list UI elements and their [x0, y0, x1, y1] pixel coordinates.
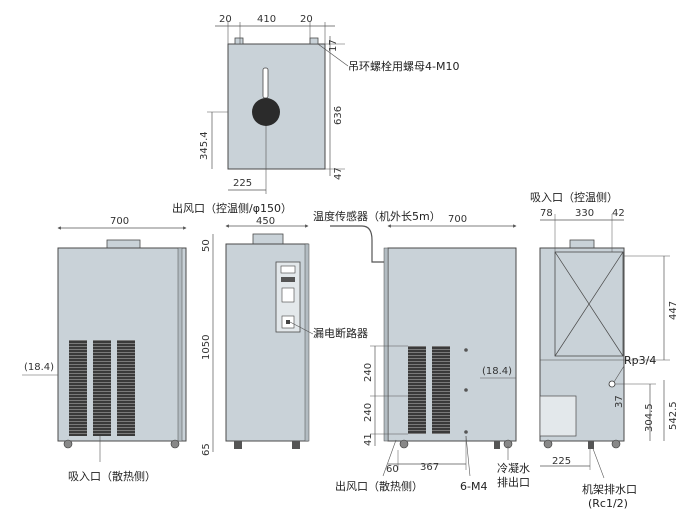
- rear-vent-1: [408, 346, 426, 434]
- front-dim-side: (18.4): [24, 362, 54, 373]
- top-dim-width: 410: [257, 14, 276, 25]
- rear-dim-side: (18.4): [482, 366, 512, 377]
- top-view: 20 410 20 17 636 47 345.4 225 吊环螺栓用螺母4-M…: [199, 14, 459, 194]
- label-rp: Rp3/4: [624, 354, 656, 367]
- side-dim-width: 450: [256, 216, 275, 227]
- top-dim-right: 20: [300, 14, 313, 25]
- label-intake-temp: 吸入口（控温侧）: [530, 190, 618, 204]
- rear-dim-240b: 240: [363, 403, 374, 422]
- label-outlet-temp: 出风口（控温侧/φ150）: [172, 201, 292, 215]
- rear-view: 700 温度传感器（机外长5m） (18.4) 240 240 41 60 36…: [313, 209, 530, 493]
- front-vent-3: [117, 340, 135, 436]
- front-vent-2: [93, 340, 111, 436]
- label-drain-1: 机架排水口: [582, 482, 637, 496]
- side-dim-top: 50: [201, 239, 212, 252]
- rear-dim-41: 41: [363, 433, 374, 446]
- label-condensate-2: 排出口: [497, 475, 530, 489]
- right-dim-5425: 542.5: [668, 401, 679, 430]
- rear-view-body: [387, 247, 517, 442]
- right-dim-225: 225: [552, 456, 571, 467]
- top-outlet-circle: [252, 98, 280, 126]
- top-dim-636: 636: [333, 106, 344, 125]
- rear-dim-367: 367: [420, 462, 439, 473]
- label-lifting-nut: 吊环螺栓用螺母4-M10: [348, 59, 459, 73]
- top-dim-3454: 345.4: [199, 131, 210, 160]
- right-dim-447: 447: [668, 301, 679, 320]
- right-dim-330: 330: [575, 208, 594, 219]
- label-breaker: 漏电断路器: [313, 326, 368, 340]
- right-dim-3045: 304.5: [644, 403, 655, 432]
- rear-dim-240a: 240: [363, 363, 374, 382]
- right-dim-78: 78: [540, 208, 553, 219]
- side-left-view: 450 50 1050 65 出风口（控温侧/φ150） 漏电断路器: [172, 201, 368, 456]
- side-right-view: 吸入口（控温侧） 78 330 42 447 542.5 304.5 37 Rp…: [530, 190, 679, 510]
- front-dim-width: 700: [110, 216, 129, 227]
- label-intake-heat: 吸入口（散热侧）: [68, 469, 156, 483]
- label-sensor: 温度传感器（机外长5m）: [313, 209, 441, 223]
- rear-dim-width: 700: [448, 214, 467, 225]
- front-view: 700 (18.4) 吸入口（散热侧）: [22, 216, 187, 483]
- side-dim-bottom: 65: [201, 443, 212, 456]
- front-vent-1: [69, 340, 87, 436]
- top-dim-47: 47: [333, 167, 344, 180]
- label-outlet-heat: 出风口（散热侧）: [335, 479, 423, 493]
- top-dim-225: 225: [233, 178, 252, 189]
- side-dim-body: 1050: [201, 335, 212, 360]
- rear-vent-2: [432, 346, 450, 434]
- label-m4: 6-M4: [460, 480, 487, 493]
- top-dim-17: 17: [328, 39, 339, 52]
- rear-dim-60: 60: [386, 464, 399, 475]
- label-condensate-1: 冷凝水: [497, 461, 530, 475]
- top-dim-left: 20: [219, 14, 232, 25]
- right-dim-37: 37: [614, 395, 625, 408]
- label-drain-2: (Rc1/2): [588, 497, 628, 510]
- right-dim-42: 42: [612, 208, 625, 219]
